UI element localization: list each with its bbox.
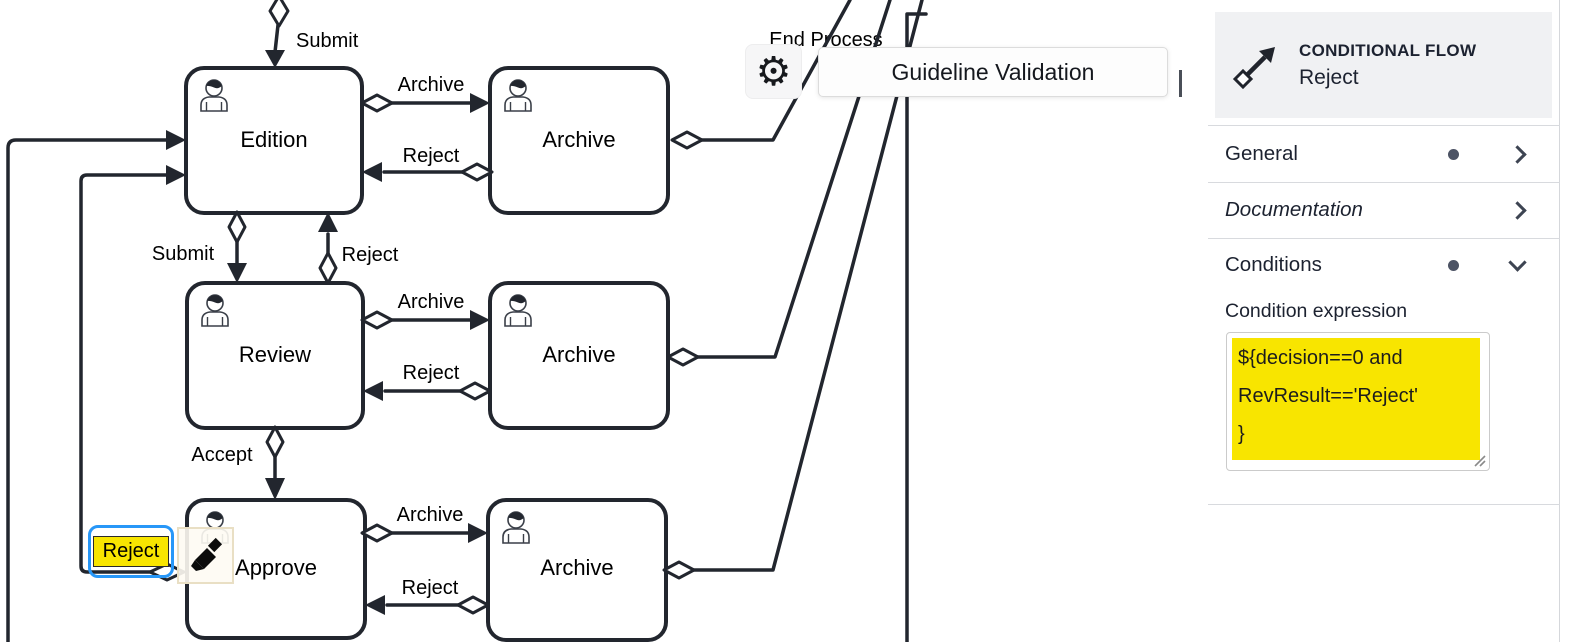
status-dot [1448, 148, 1459, 160]
conditional-flow-icon [1232, 47, 1275, 90]
flow-label-reject-mid2[interactable]: Reject [403, 362, 460, 384]
properties-panel: CONDITIONAL FLOW Reject General Document… [1208, 0, 1560, 642]
flow-archive-top[interactable]: Archive [360, 74, 490, 113]
element-type-label: CONDITIONAL FLOW [1299, 40, 1477, 60]
task-review[interactable]: Review [185, 281, 365, 430]
flow-submit-top[interactable]: Submit [265, 0, 359, 68]
chevron-right-icon [1508, 144, 1527, 164]
flow-return-left[interactable] [6, 130, 186, 642]
chevron-down-icon [1508, 252, 1527, 272]
section-conditions[interactable]: Conditions [1208, 238, 1560, 292]
flow-label-archive-bot[interactable]: Archive [397, 504, 464, 526]
flow-accept[interactable]: Accept [191, 425, 285, 500]
condition-expression-label: Condition expression [1225, 300, 1408, 322]
flow-submit-mid[interactable]: Submit [152, 210, 247, 283]
condition-expression-value[interactable]: ${decision==0 and RevResult=='Reject' } [1232, 338, 1480, 460]
task-review-label: Review [239, 342, 311, 367]
element-name: Reject [1299, 65, 1359, 89]
task-archive-top-label: Archive [542, 127, 615, 152]
paint-tool-overlay[interactable] [177, 527, 234, 584]
reject-label-highlight[interactable]: Reject [92, 536, 170, 567]
flow-reject-mid[interactable]: Reject [318, 212, 399, 285]
flow-label-submit-mid[interactable]: Submit [152, 243, 215, 265]
flow-label-reject-bot[interactable]: Reject [402, 577, 459, 599]
gear-icon: ⚙ [755, 49, 792, 94]
divider [1208, 125, 1560, 126]
flow-archive-bot[interactable]: Archive [360, 504, 488, 543]
flow-endprocess-from-archive-top[interactable] [670, 0, 852, 150]
flow-label-reject-mid[interactable]: Reject [342, 244, 399, 266]
section-general-label: General [1225, 142, 1298, 165]
flow-label-archive-mid[interactable]: Archive [398, 291, 465, 313]
flow-reject-top[interactable]: Reject [362, 145, 494, 182]
task-archive-bottom[interactable]: Archive [486, 498, 668, 642]
task-archive-middle[interactable]: Archive [488, 281, 670, 430]
section-conditions-label: Conditions [1225, 253, 1322, 276]
divider [1208, 504, 1560, 505]
flow-label-submit-top[interactable]: Submit [296, 30, 359, 52]
panel-header: CONDITIONAL FLOW Reject [1215, 12, 1552, 118]
flow-reject-approve-to-edition[interactable] [79, 165, 186, 582]
panel-resize-handle[interactable] [1179, 70, 1182, 97]
flow-reject-mid2[interactable]: Reject [363, 362, 492, 401]
task-archive-middle-label: Archive [542, 342, 615, 367]
flow-archive-mid[interactable]: Archive [360, 291, 490, 330]
section-documentation[interactable]: Documentation [1208, 182, 1560, 238]
selected-flow-label[interactable]: Reject [88, 525, 174, 578]
flow-endprocess-from-archive-bottom[interactable] [662, 0, 924, 580]
task-archive-bottom-label: Archive [540, 555, 613, 580]
guideline-validation-tooltip: Guideline Validation [818, 47, 1168, 97]
task-edition[interactable]: Edition [184, 66, 364, 215]
flow-endprocess-vertical[interactable] [905, 12, 928, 642]
divider [1208, 182, 1560, 183]
settings-button[interactable]: ⚙ [745, 44, 802, 99]
task-archive-top[interactable]: Archive [488, 66, 670, 215]
section-general[interactable]: General [1208, 126, 1560, 182]
paintbrush-icon [190, 537, 222, 571]
task-approve-label: Approve [235, 555, 317, 580]
status-dot [1448, 259, 1459, 271]
resize-grip-icon[interactable] [1472, 453, 1486, 467]
section-documentation-label: Documentation [1225, 198, 1363, 221]
divider [1208, 238, 1560, 239]
flow-label-accept[interactable]: Accept [191, 444, 253, 466]
chevron-right-icon [1508, 200, 1527, 220]
task-edition-label: Edition [240, 127, 307, 152]
flow-label-reject-top[interactable]: Reject [403, 145, 460, 167]
flow-reject-bot[interactable]: Reject [365, 577, 490, 615]
condition-expression-input[interactable]: ${decision==0 and RevResult=='Reject' } [1226, 332, 1490, 471]
tooltip-text: Guideline Validation [891, 58, 1095, 85]
flow-label-archive-top[interactable]: Archive [398, 74, 465, 96]
flow-endprocess-from-archive-middle[interactable] [666, 0, 892, 367]
